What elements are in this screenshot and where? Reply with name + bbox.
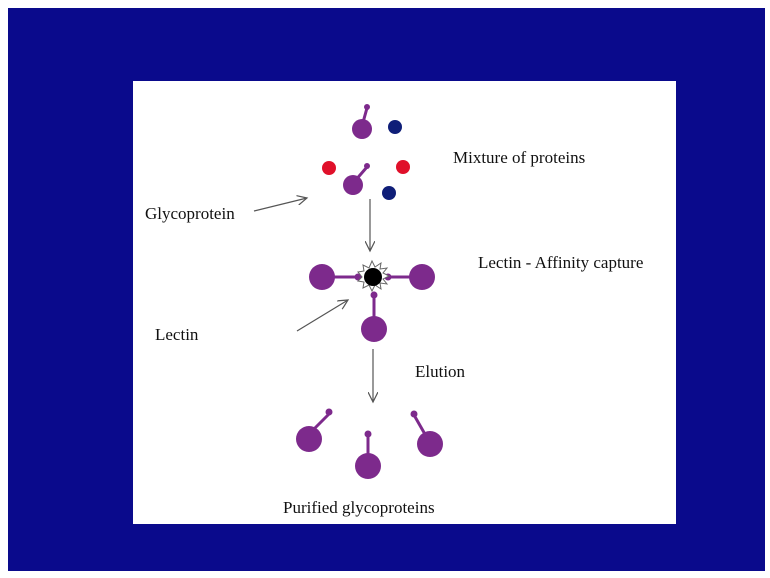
protein-dot-icon-blue (388, 120, 402, 134)
glycoprotein-icon (309, 264, 362, 290)
glycoprotein-pointer-arrow (254, 198, 307, 211)
elution-label: Elution (415, 363, 465, 380)
diagram-canvas (133, 81, 676, 524)
glycoprotein-icon (355, 431, 381, 480)
glycoprotein-icon (385, 264, 436, 290)
purified-label: Purified glycoproteins (283, 499, 435, 516)
lectin-label: Lectin (155, 326, 198, 343)
protein-dot-icon-red (396, 160, 410, 174)
glycoprotein-icon (343, 163, 370, 195)
lectin-bead-icon (358, 261, 389, 291)
glycoprotein-icon (296, 409, 333, 453)
lectin-pointer-arrow (297, 300, 348, 331)
diagram-panel: Mixture of proteins Glycoprotein Lectin … (133, 81, 676, 524)
lectin-capture-label: Lectin - Affinity capture (478, 254, 643, 271)
protein-dot-icon-red (322, 161, 336, 175)
glycoprotein-icon (352, 104, 372, 139)
mixture-group (322, 104, 410, 200)
lectin-complex (309, 261, 435, 342)
glycoprotein-icon (361, 292, 387, 343)
purified-group (296, 409, 443, 480)
slide-background: Mixture of proteins Glycoprotein Lectin … (8, 8, 765, 571)
glycoprotein-label: Glycoprotein (145, 205, 235, 222)
mixture-label: Mixture of proteins (453, 149, 585, 166)
glycoprotein-icon (411, 411, 444, 458)
protein-dot-icon-blue (382, 186, 396, 200)
